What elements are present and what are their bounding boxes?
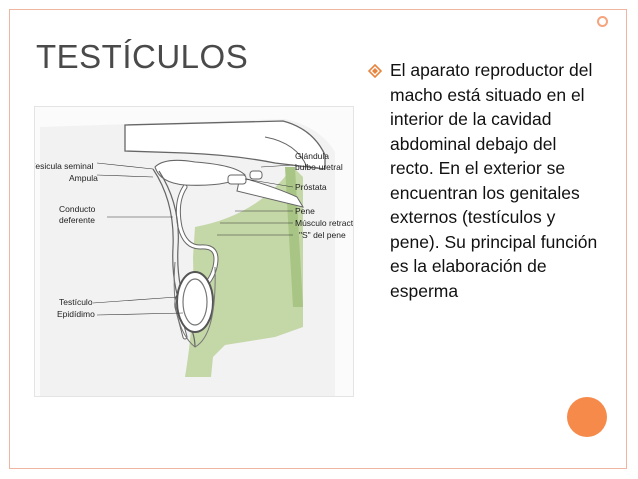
- slide-title: TESTÍCULOS: [36, 38, 249, 75]
- label-conducto-1: Conducto: [59, 204, 96, 214]
- urethra: [236, 176, 305, 208]
- rectum-line: [264, 136, 308, 168]
- label-prostata: Próstata: [295, 182, 327, 192]
- accent-dot: [567, 397, 607, 437]
- leader-vesicula: [96, 162, 154, 170]
- leader-testiculo: [92, 296, 178, 304]
- bulbourethral-shape: [249, 170, 263, 180]
- label-s-pene: "S" del pene: [299, 230, 346, 240]
- label-pene: Pene: [295, 206, 315, 216]
- label-glandula-2: bulbo-uretral: [295, 162, 343, 172]
- leader-prostata: [244, 178, 294, 188]
- anatomy-illustration: /esicula seminal Ampula Conducto deferen…: [35, 119, 353, 396]
- rectum: [124, 120, 326, 170]
- slide-border: [9, 9, 627, 469]
- label-epididimo: Epidídimo: [57, 309, 95, 319]
- bullet-icon: [368, 64, 382, 78]
- label-glandula-1: Glándula: [295, 151, 329, 161]
- prostate-shape: [227, 174, 247, 185]
- accent-ring: [597, 16, 608, 27]
- epididymis-shape: [182, 278, 208, 326]
- leader-epididimo: [96, 312, 184, 316]
- label-ampula: Ampula: [69, 173, 98, 183]
- bullet-text: El aparato reproductor del macho está si…: [390, 60, 598, 301]
- leader-ampula: [96, 174, 154, 178]
- label-testiculo: Testículo: [59, 297, 93, 307]
- green-tissue: [185, 167, 303, 377]
- label-vesicula: /esicula seminal: [35, 161, 94, 171]
- leader-glandula: [260, 164, 294, 168]
- anatomy-diagram: /esicula seminal Ampula Conducto deferen…: [34, 106, 354, 397]
- label-musculo: Músculo retracto: [295, 218, 353, 228]
- label-conducto-2: deferente: [59, 215, 95, 225]
